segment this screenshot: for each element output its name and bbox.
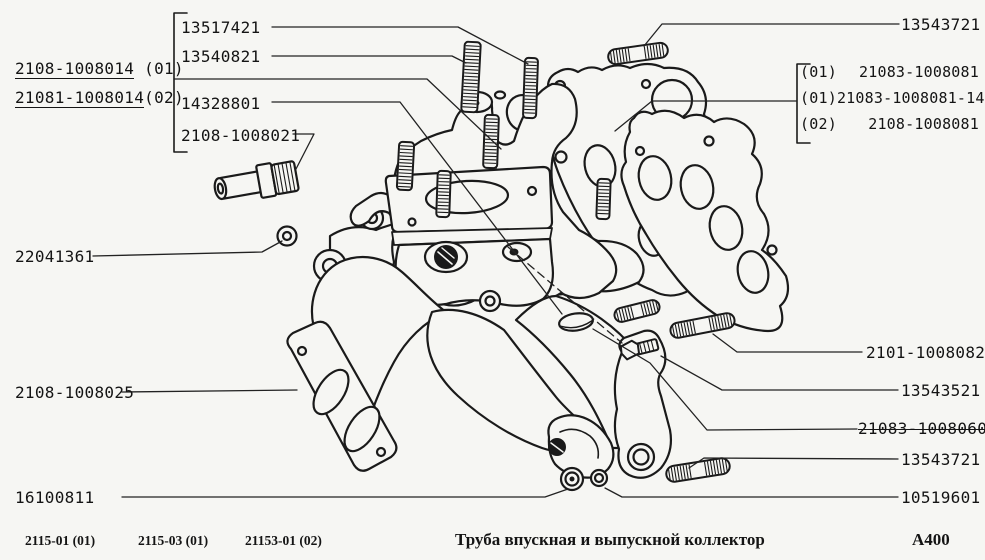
stud-vertical — [482, 113, 500, 170]
stud-horizontal — [607, 41, 669, 66]
part-label-stud-pair: 2101-1008082 — [866, 343, 985, 362]
gasket-variant-3-code: (02) — [800, 115, 837, 133]
part-label-stud-top-right: 13543721 — [901, 15, 981, 34]
washer — [276, 225, 298, 247]
assembly-number-1-value: 2108-1008014 — [15, 59, 135, 79]
stud-vertical — [395, 140, 416, 192]
plug-disc — [558, 312, 594, 332]
assembly-axis-dashed — [507, 246, 623, 344]
part-label-exhaust-manifold: 2108-1008025 — [15, 383, 135, 402]
stud-vertical — [595, 177, 612, 221]
nut-small — [589, 468, 609, 488]
page-code: A400 — [912, 530, 950, 549]
exhaust-flange-right — [613, 329, 673, 479]
stud-horizontal — [669, 312, 736, 339]
footer-model-2: 2115-03 (01) — [138, 533, 209, 548]
bracket-left — [173, 12, 188, 153]
stud-horizontal — [665, 457, 731, 483]
part-label-washer: 22041361 — [15, 247, 95, 266]
stud-vertical — [460, 40, 482, 114]
leader-lines — [92, 23, 900, 498]
assembly-number-2-variant: (02) — [144, 88, 184, 107]
vacuum-port-hole — [434, 245, 458, 269]
part-label-fitting: 2108-1008021 — [181, 126, 301, 145]
carburetor-flange — [384, 165, 555, 307]
fitting-union — [213, 160, 300, 201]
gasket-variant-row-3: (02) 2108-1008081 — [800, 116, 979, 132]
nut-flanged — [559, 466, 585, 492]
hardware-group — [395, 40, 736, 483]
part-label-plug-new: 14328801 — [181, 94, 261, 113]
assembly-number-1: 2108-1008014 (01) — [15, 59, 184, 79]
exhaust-manifold — [286, 255, 673, 479]
part-label-plug-superseded: 21083-1008060 — [858, 419, 985, 438]
part-label-stud-carb: 13540821 — [181, 47, 261, 66]
part-label-stud-upper: 13517421 — [181, 18, 261, 37]
part-label-nut-left: 16100811 — [15, 488, 95, 507]
assembly-number-2: 21081-1008014(02) — [15, 88, 184, 108]
gasket-variant-2-code: (01) — [800, 89, 837, 107]
footer-model-1: 2115-01 (01) — [25, 533, 96, 548]
gasket-variant-1-code: (01) — [800, 63, 837, 81]
gasket-variant-1-number: 21083-1008081 — [859, 63, 979, 81]
bolt — [619, 338, 660, 361]
gasket-variant-3-number: 2108-1008081 — [868, 115, 979, 133]
gasket-variant-row-2: (01)21083-1008081-14 — [800, 89, 984, 107]
part-label-stud-lower: 13543721 — [901, 450, 981, 469]
page-title: Труба впускная и выпускной коллектор — [455, 530, 765, 549]
part-label-bolt: 13543521 — [901, 381, 981, 400]
bracket-right — [796, 63, 811, 144]
stud-horizontal — [613, 299, 661, 323]
footer-model-3: 21153-01 (02) — [245, 533, 322, 548]
gasket-front — [620, 109, 790, 333]
stud-vertical — [522, 56, 539, 120]
gasket-variant-2-number: 21083-1008081-14 — [836, 89, 985, 107]
assembly-number-1-variant: (01) — [134, 59, 184, 78]
stud-vertical — [435, 169, 452, 219]
part-label-nut-right: 10519601 — [901, 488, 981, 507]
assembly-number-2-value: 21081-1008014 — [15, 88, 145, 108]
gasket-variant-row-1: (01) 21083-1008081 — [800, 64, 979, 80]
footer-bar: 2115-01 (01) 2115-03 (01) 21153-01 (02) … — [0, 529, 985, 560]
